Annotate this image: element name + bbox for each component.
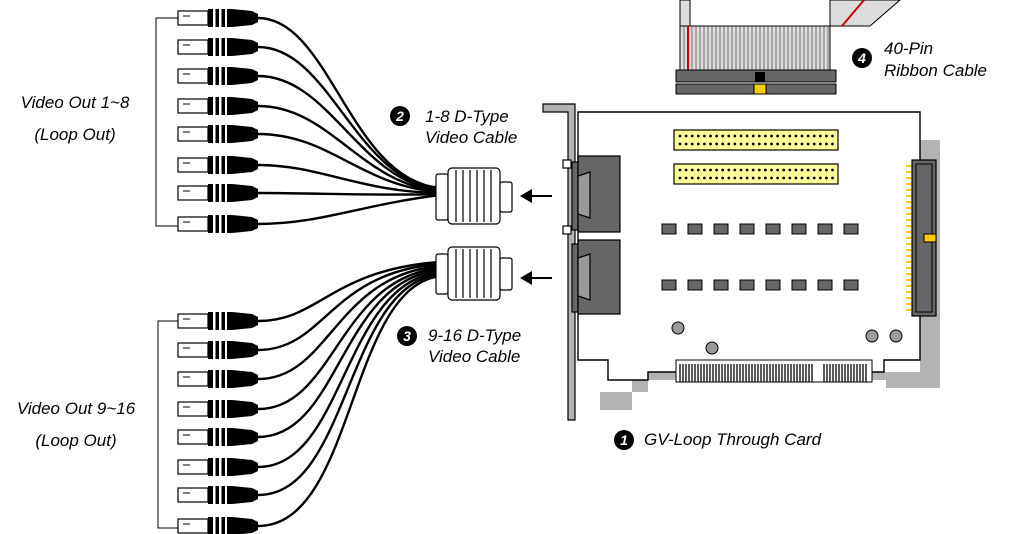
pin-header-bottom: [673, 163, 839, 185]
label-ribbon-line1: 40-Pin: [884, 39, 934, 58]
insert-arrow-1-8: [520, 189, 552, 203]
dtype-plug-1-8: [435, 167, 513, 225]
metal-bracket: [542, 103, 576, 421]
label-loop-out-2: (Loop Out): [35, 431, 117, 450]
label-video-out-9-16: Video Out 9~16: [16, 399, 136, 418]
badge-3-icon: 3: [397, 326, 417, 346]
bracket-video-out-1-8: [155, 17, 178, 227]
label-cable-9-16-line2: Video Cable: [428, 347, 521, 366]
badge-4-icon: 4: [852, 48, 872, 68]
ribbon-cable: [675, 0, 901, 95]
label-cable-9-16-line1: 9-16 D-Type: [428, 326, 522, 345]
card-shadow: [600, 140, 940, 410]
label-card: GV-Loop Through Card: [644, 430, 822, 449]
mounting-holes: [671, 321, 903, 355]
cable-bundle-9-16: [257, 260, 441, 528]
db-port-1-8: [571, 155, 621, 233]
bnc-connectors-9-16: [177, 311, 259, 534]
db-port-9-16: [571, 239, 621, 315]
pin-header-top: [673, 129, 839, 151]
badge-2-icon: 2: [390, 106, 410, 126]
label-ribbon-line2: Ribbon Cable: [884, 61, 988, 80]
badge-1-icon: 1: [614, 430, 634, 450]
label-cable-1-8-line1: 1-8 D-Type: [425, 107, 509, 126]
dtype-plug-9-16: [435, 246, 513, 301]
chip-row-top: [661, 223, 859, 235]
label-cable-1-8-line2: Video Cable: [425, 128, 518, 147]
bracket-video-out-9-16: [157, 320, 178, 529]
cable-bundle-1-8: [257, 16, 441, 226]
bnc-connectors-1-8: [177, 8, 259, 234]
label-loop-out-1: (Loop Out): [34, 125, 116, 144]
insert-arrow-9-16: [520, 271, 552, 285]
pci-edge-connector: [675, 359, 873, 383]
chip-row-bottom: [661, 279, 859, 291]
side-ribbon-connector: [906, 159, 937, 317]
label-video-out-1-8: Video Out 1~8: [20, 93, 130, 112]
